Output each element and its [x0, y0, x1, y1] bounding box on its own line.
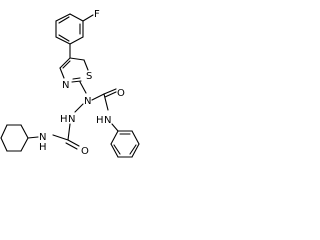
carbonyl-nh-bond-right — [103, 93, 109, 111]
atom-label-hydrazine-n-lower: N — [68, 114, 75, 125]
nh-cyclohexyl-bond — [27, 136, 39, 139]
phenyl-ring — [110, 130, 140, 158]
atom-label-hydrazine-h: H — [60, 114, 68, 125]
molecule-structure-diagram: F S N N O H N H N — [0, 9, 140, 158]
carbonyl-double-bond-left — [67, 139, 80, 147]
atom-label-hydrazine-n-upper: N — [84, 96, 91, 107]
fluorophenyl-ring — [55, 13, 84, 45]
carbonyl-nh-bond-left — [52, 134, 69, 141]
carbonyl-double-bond-right-2 — [104, 91, 117, 98]
nh-phenyl-bond — [111, 123, 119, 132]
c-f-bond — [82, 14, 94, 22]
atom-label-urea-nh-left: N — [39, 132, 46, 143]
thiazole-ring — [59, 57, 89, 83]
carbonyl-double-bond-right — [103, 88, 117, 95]
atom-label-thiazole-nitrogen: N — [62, 80, 69, 91]
carbonyl-double-bond-left-2 — [65, 142, 78, 150]
cyclohexyl-ring — [0, 124, 29, 152]
atom-label-urea-nh-right-h: H — [96, 115, 104, 126]
n-carbonyl-bond-left — [67, 123, 71, 141]
atom-label-thiazole-sulfur: S — [86, 71, 92, 82]
n-carbonyl-bond-right — [91, 93, 105, 101]
atom-label-urea-nh-right: N — [104, 115, 111, 126]
atom-label-fluorine: F — [94, 9, 100, 20]
hydrazine-n-n-bond — [74, 103, 84, 113]
atom-label-urea-oxygen-left: O — [81, 146, 89, 157]
atom-label-urea-nh-left-h: H — [39, 142, 47, 153]
thiazole-hydrazine-bond — [79, 81, 87, 94]
atom-label-urea-oxygen-right: O — [117, 88, 125, 99]
